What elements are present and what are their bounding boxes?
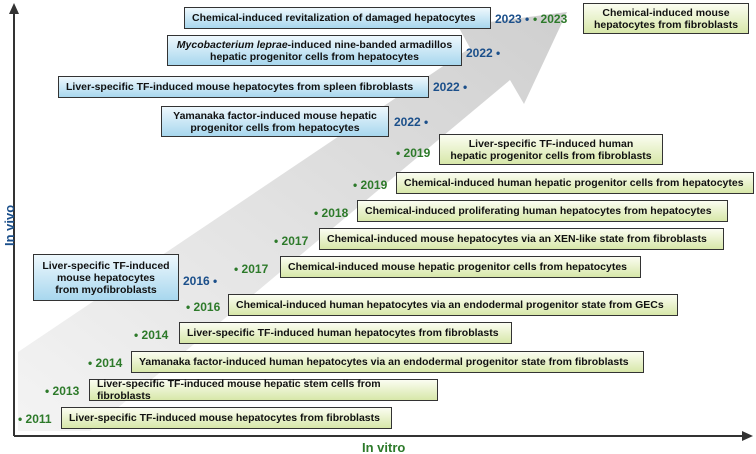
entry-text: Liver-specific TF-induced human hepatocy… <box>187 327 499 339</box>
entry-box-2022b: Liver-specific TF-induced mouse hepatocy… <box>58 76 429 98</box>
year-label-2018: • 2018 <box>314 206 349 220</box>
year-label-2014a: • 2014 <box>88 356 123 370</box>
entry-box-2018: Chemical-induced proliferating human hep… <box>357 200 728 222</box>
entry-text-line1: Chemical-induced mouse <box>602 6 730 19</box>
entry-box-2011: Liver-specific TF-induced mouse hepatocy… <box>61 407 392 429</box>
entry-text-line2: hepatic progenitor cells from hepatocyte… <box>210 50 419 63</box>
entry-text: Chemical-induced proliferating human hep… <box>365 205 712 217</box>
entry-box-2023-vitro: Chemical-induced mouse hepatocytes from … <box>583 3 749 34</box>
entry-text-line2: hepatocytes from fibroblasts <box>593 18 739 31</box>
year-label-2013: • 2013 <box>45 384 80 398</box>
year-label-2017a: • 2017 <box>234 262 269 276</box>
year-label-2016-vitro: • 2016 <box>186 300 221 314</box>
year-label-2022c: 2022 • <box>466 46 501 60</box>
entry-text-line1: Mycobacterium leprae-induced nine-banded… <box>176 38 453 51</box>
year-label-2022b: 2022 • <box>433 80 468 94</box>
year-label-2014b: • 2014 <box>134 328 169 342</box>
entry-box-2017b: Chemical-induced mouse hepatocytes via a… <box>319 228 724 250</box>
entry-text-line1: Liver-specific TF-induced human <box>468 137 634 150</box>
entry-text: Chemical-induced mouse hepatocytes via a… <box>327 233 707 245</box>
entry-box-2023-vivo: Chemical-induced revitalization of damag… <box>184 7 491 29</box>
species-name: Mycobacterium leprae <box>176 38 288 51</box>
year-label-2023-vitro: • 2023 <box>533 12 568 26</box>
entry-box-2017a: Chemical-induced mouse hepatic progenito… <box>280 256 641 278</box>
entry-text: Chemical-induced human hepatocytes via a… <box>236 299 664 311</box>
entry-text: Chemical-induced human hepatic progenito… <box>404 177 744 189</box>
entry-text-line3: from myofibroblasts <box>55 283 157 296</box>
entry-text: Chemical-induced revitalization of damag… <box>192 12 476 24</box>
year-label-2022a: 2022 • <box>394 115 429 129</box>
y-axis-label: In vivo <box>2 204 17 246</box>
x-axis-arrowhead <box>742 431 753 441</box>
x-axis-label: In vitro <box>362 440 406 454</box>
entry-box-2022a: Yamanaka factor-induced mouse hepatic pr… <box>161 106 389 137</box>
entry-box-2016-vitro: Chemical-induced human hepatocytes via a… <box>228 294 678 316</box>
entry-text: Chemical-induced mouse hepatic progenito… <box>288 261 627 273</box>
y-axis-arrowhead <box>9 3 19 14</box>
entry-text-line2: hepatic progenitor cells from fibroblast… <box>450 149 652 162</box>
entry-text: Liver-specific TF-induced mouse hepatocy… <box>69 412 380 424</box>
entry-text-line1: Liver-specific TF-induced <box>42 259 170 272</box>
entry-box-2014a: Yamanaka factor-induced human hepatocyte… <box>131 351 644 373</box>
progress-arrow <box>18 12 567 431</box>
entry-text: Yamanaka factor-induced human hepatocyte… <box>139 356 629 368</box>
entry-text-line2: progenitor cells from hepatocytes <box>190 121 360 134</box>
entry-text: Liver-specific TF-induced mouse hepatic … <box>97 378 381 402</box>
year-label-2017b: • 2017 <box>274 234 309 248</box>
year-label-2023-vivo: 2023 • <box>495 12 530 26</box>
entry-text-line2: mouse hepatocytes <box>56 271 156 284</box>
entry-text-line1: Yamanaka factor-induced mouse hepatic <box>173 109 377 122</box>
entry-box-2019b: Liver-specific TF-induced human hepatic … <box>439 134 663 165</box>
year-label-2011: • 2011 <box>18 412 52 426</box>
entry-box-2019a: Chemical-induced human hepatic progenito… <box>396 172 754 194</box>
entry-box-2014b: Liver-specific TF-induced human hepatocy… <box>179 322 512 344</box>
year-label-2019a: • 2019 <box>353 178 388 192</box>
entry-box-2022c: Mycobacterium leprae-induced nine-banded… <box>167 35 462 66</box>
entry-box-2016-vivo: Liver-specific TF-induced mouse hepatocy… <box>33 254 179 301</box>
entry-text: Liver-specific TF-induced mouse hepatocy… <box>66 81 414 93</box>
year-label-2019b: • 2019 <box>396 146 431 160</box>
entry-box-2013: Liver-specific TF-induced mouse hepatic … <box>89 378 438 402</box>
year-label-2016-vivo: 2016 • <box>183 274 218 288</box>
